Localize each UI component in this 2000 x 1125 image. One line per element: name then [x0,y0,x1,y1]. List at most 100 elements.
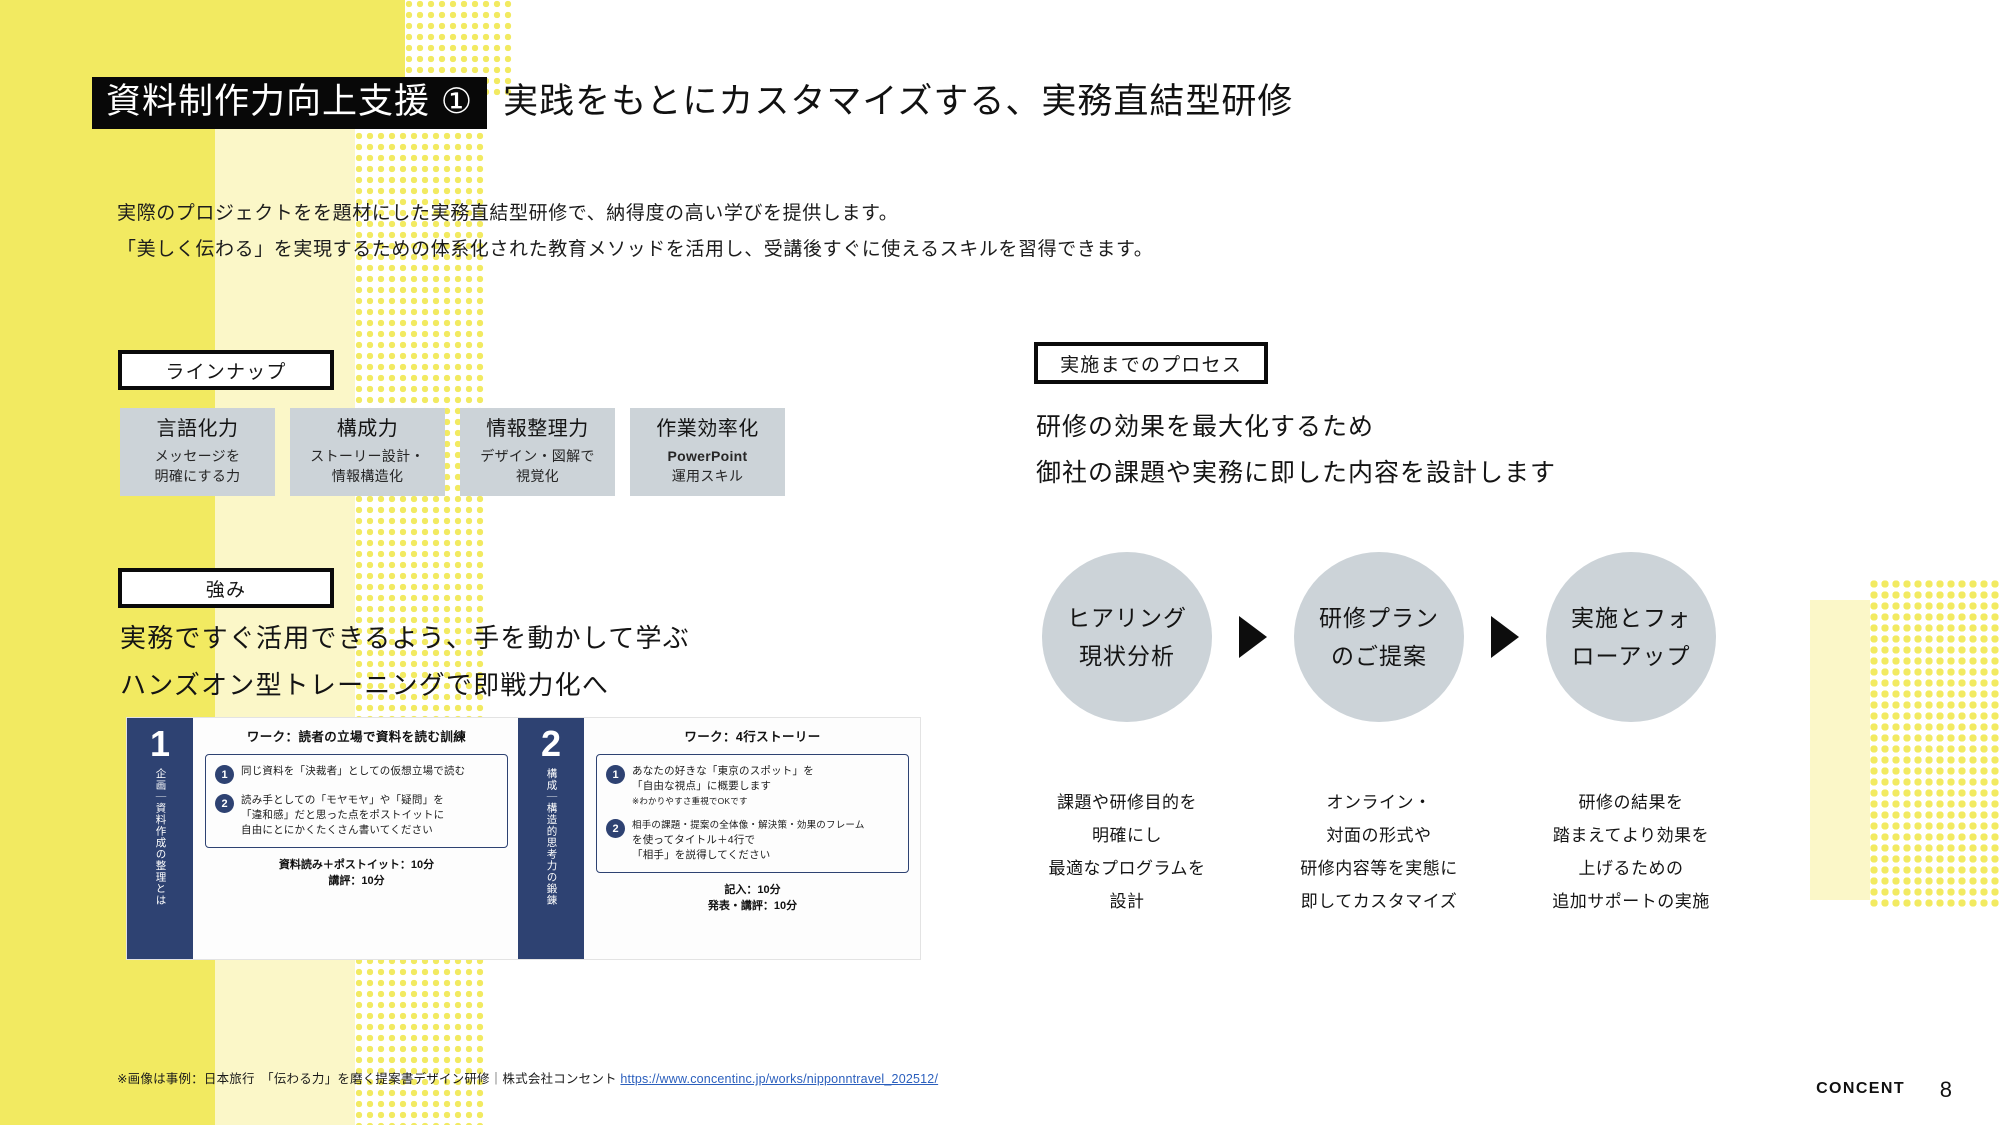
caption-line: 最適なプログラムを [1048,859,1206,878]
process-caption-group: 課題や研修目的を 明確にし 最適なプログラムを 設計 オンライン・ 対面の形式や… [1042,786,1716,918]
lineup-card-title: 情報整理力 [486,418,589,440]
example-item-text: 読み手としての「モヤモヤ」や「疑問」を 「違和感」だと思った点をポストイットに … [241,793,444,838]
pale-yellow-right-decoration [1810,600,1870,900]
caption-line: 対面の形式や [1326,826,1432,845]
example-item-line: を使ってタイトル＋4行で [632,834,756,846]
example-bullet-number: 2 [606,819,625,838]
example-panel-vertical-label: 企画｜資料作成の整理とは [154,768,167,906]
footnote: ※画像は事例：日本旅行 「伝わる力」を磨く提案書デザイン研修｜株式会社コンセント… [117,1068,938,1087]
example-panel-number: 2 [540,723,562,764]
example-bullet-number: 1 [215,765,234,784]
caption-line: 踏まえてより効果を [1552,826,1710,845]
lineup-card: 構成力 ストーリー設計・ 情報構造化 [290,408,445,496]
example-item-line: 「自由な視点」に概要します [632,780,772,792]
title-subtitle: 実践をもとにカスタマイズする、実務直結型研修 [503,81,1294,121]
process-step-circle: 研修プランのご提案 [1294,552,1464,722]
lineup-card-sub2: 情報構造化 [331,468,404,484]
strength-line-2: ハンズオン型トレーニングで即戦力化へ [120,670,610,700]
lineup-card-title: 作業効率化 [656,418,759,440]
lineup-card-sub1: デザイン・図解で [480,448,595,464]
example-item-line: 「違和感」だと思った点をポストイットに [241,809,445,821]
strength-paragraph: 実務ですぐ活用できるよう、手を動かして学ぶ ハンズオン型トレーニングで即戦力化へ [120,615,690,709]
process-line-1: 研修の効果を最大化するため [1036,413,1375,441]
example-item-line: 同じ資料を「決裁者」としての仮想立場で読む [241,765,466,777]
title-badge: 資料制作力向上支援 ① [92,77,488,129]
lead-paragraph: 実際のプロジェクトをを題材にした実務直結型研修で、納得度の高い学びを提供します。… [117,196,1153,268]
example-item-line: 読み手としての「モヤモヤ」や「疑問」を [241,794,444,806]
example-item-line: ※わかりやすさ重視でOKです [632,796,748,806]
example-panel-footer: 資料読み＋ポストイット：10分 講評：10分 [205,857,508,889]
example-panel-footer: 記入：10分 発表・講評：10分 [596,882,909,914]
example-footer-line: 発表・講評：10分 [707,900,798,912]
example-item-line: 相手の課題・提案の全体像・解決策・効果のフレーム [632,820,865,831]
process-step-caption: 研修の結果を 踏まえてより効果を 上げるための 追加サポートの実施 [1546,786,1716,918]
section-label-lineup: ラインナップ [118,350,334,390]
example-bullet-number: 1 [606,765,625,784]
example-list-item: 2 相手の課題・提案の全体像・解決策・効果のフレーム を使ってタイトル＋4行で … [606,818,899,863]
footnote-text: ※画像は事例：日本旅行 「伝わる力」を磨く提案書デザイン研修｜株式会社コンセント [117,1072,621,1086]
caption-line: 即してカスタマイズ [1300,892,1458,911]
example-list-item: 1 同じ資料を「決裁者」としての仮想立場で読む [215,764,498,784]
brand-logo: CONCENT [1816,1080,1905,1097]
example-panel-sidebar: 1 企画｜資料作成の整理とは [127,718,193,959]
example-item-line: 自由にとにかくたくさん書いてください [241,824,433,836]
example-list-item: 1 あなたの好きな「東京のスポット」を 「自由な視点」に概要します ※わかりやす… [606,764,899,809]
example-item-line: 「相手」を説得してください [632,849,771,861]
footnote-link[interactable]: https://www.concentinc.jp/works/nipponnt… [620,1072,939,1086]
process-step-caption: 課題や研修目的を 明確にし 最適なプログラムを 設計 [1042,786,1212,918]
lineup-card: 言語化力 メッセージを 明確にする力 [120,408,275,496]
example-footer-line: 資料読み＋ポストイット：10分 [278,859,435,871]
caption-spacer [1212,786,1294,918]
caption-spacer [1464,786,1546,918]
lineup-card-sub2: 運用スキル [671,468,744,484]
process-step-circle: 実施とフォローアップ [1546,552,1716,722]
page-number: 8 [1939,1077,1952,1102]
lead-line-1: 実際のプロジェクトをを題材にした実務直結型研修で、納得度の高い学びを提供します。 [117,203,899,224]
lineup-card-group: 言語化力 メッセージを 明確にする力 構成力 ストーリー設計・ 情報構造化 情報… [120,408,785,496]
example-panel-heading: ワーク：読者の立場で資料を読む訓練 [246,730,467,744]
example-image: 1 企画｜資料作成の整理とは ワーク：読者の立場で資料を読む訓練 1 同じ資料を… [126,717,921,960]
example-list-item: 2 読み手としての「モヤモヤ」や「疑問」を 「違和感」だと思った点をポストイット… [215,793,498,838]
example-item-line: あなたの好きな「東京のスポット」を [632,765,814,777]
caption-line: 研修内容等を実態に [1300,859,1458,878]
lineup-card: 作業効率化 PowerPoint 運用スキル [630,408,785,496]
caption-line: 設計 [1109,892,1145,911]
process-step-label: 実施とフォローアップ [1571,605,1691,669]
arrow-right-icon [1239,616,1267,658]
lineup-card-sub2: 視覚化 [516,468,559,484]
process-flow: ヒアリング現状分析 研修プランのご提案 実施とフォローアップ [1042,552,1716,722]
process-paragraph: 研修の効果を最大化するため 御社の課題や実務に即した内容を設計します [1036,404,1556,496]
example-panel-heading: ワーク：4行ストーリー [684,730,821,744]
caption-line: オンライン・ [1326,793,1432,812]
lineup-card: 情報整理力 デザイン・図解で 視覚化 [460,408,615,496]
arrow-right-icon [1491,616,1519,658]
section-label-strength: 強み [118,568,334,608]
process-line-2: 御社の課題や実務に即した内容を設計します [1036,459,1557,487]
process-step-label: ヒアリング現状分析 [1067,605,1187,669]
example-panel-card: 1 あなたの好きな「東京のスポット」を 「自由な視点」に概要します ※わかりやす… [596,754,909,873]
lineup-card-sub2: 明確にする力 [154,468,241,484]
lineup-card-sub1: PowerPoint [667,448,748,464]
example-panel-number: 1 [149,723,171,764]
page-title: 資料制作力向上支援 ① 実践をもとにカスタマイズする、実務直結型研修 [92,77,1293,129]
lineup-card-sub1: ストーリー設計・ [310,448,425,464]
caption-line: 追加サポートの実施 [1552,892,1710,911]
example-item-text: 相手の課題・提案の全体像・解決策・効果のフレーム を使ってタイトル＋4行で 「相… [632,818,865,863]
example-panel-sidebar: 2 構成｜構造的思考力の鍛錬 [518,718,584,959]
process-step-caption: オンライン・ 対面の形式や 研修内容等を実態に 即してカスタマイズ [1294,786,1464,918]
process-step-label: 研修プランのご提案 [1319,605,1439,669]
strength-line-1: 実務ですぐ活用できるよう、手を動かして学ぶ [120,623,690,653]
example-item-text: 同じ資料を「決裁者」としての仮想立場で読む [241,764,465,779]
lineup-card-title: 言語化力 [156,418,239,440]
example-item-text: あなたの好きな「東京のスポット」を 「自由な視点」に概要します ※わかりやすさ重… [632,764,814,809]
section-label-process: 実施までのプロセス [1034,342,1268,384]
example-panel-body: ワーク：4行ストーリー 1 あなたの好きな「東京のスポット」を 「自由な視点」に… [584,718,919,959]
dot-pattern-right-decoration [1870,580,2000,910]
caption-line: 課題や研修目的を [1057,793,1197,812]
example-footer-line: 講評：10分 [328,875,385,887]
lineup-card-title: 構成力 [336,418,399,440]
caption-line: 研修の結果を [1578,793,1684,812]
example-panel-vertical-label: 構成｜構造的思考力の鍛錬 [545,768,558,906]
caption-line: 明確にし [1092,826,1162,845]
